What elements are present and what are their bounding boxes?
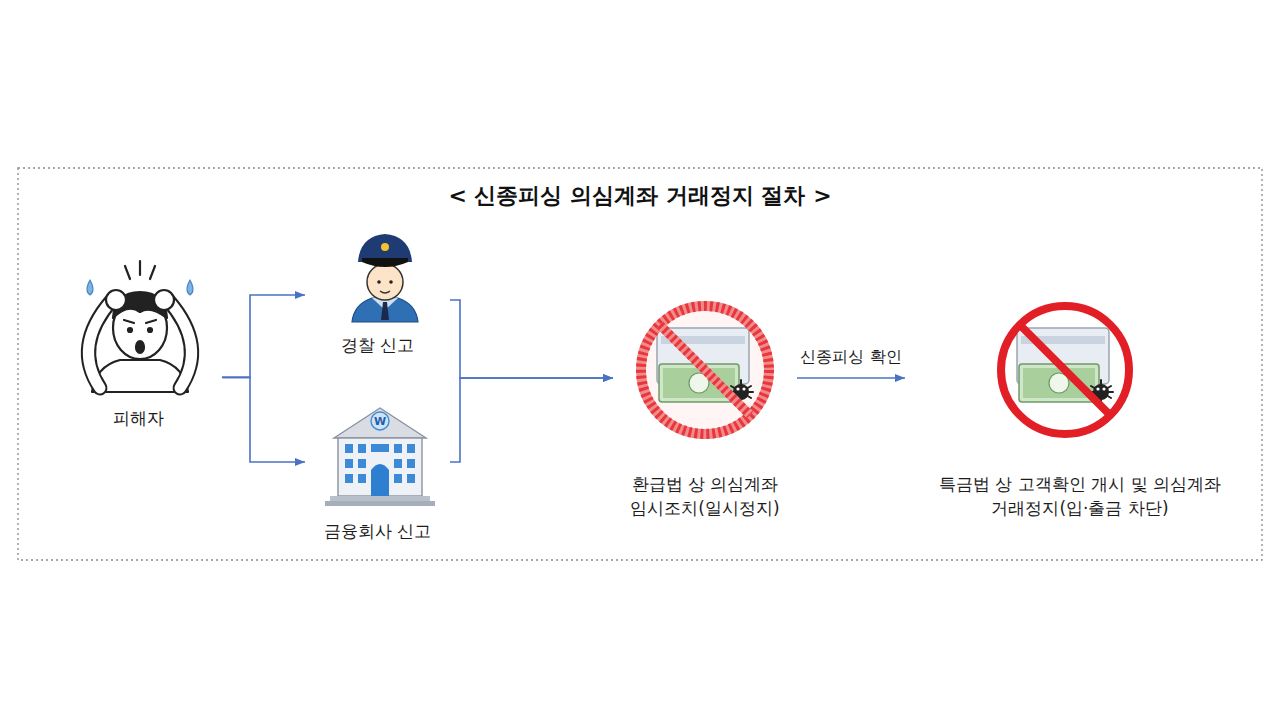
edge-label: 신종피싱 확인 xyxy=(797,347,904,368)
flow-arrow xyxy=(450,378,613,462)
flow-arrow xyxy=(222,295,305,377)
node-label: 환급법 상 의심계좌 임시조치(일시정지) xyxy=(619,472,791,521)
police-illustration xyxy=(352,234,418,322)
transaction-stop-node: 특금법 상 고객확인 개시 및 의심계좌 거래정지(입·출금 차단) xyxy=(905,295,1255,525)
node-label: 피해자 xyxy=(113,406,164,431)
logo-letter: W xyxy=(374,416,386,427)
node-label: 경찰 신고 xyxy=(341,333,414,358)
temporary-hold-icon xyxy=(641,306,769,434)
bank-illustration xyxy=(325,408,435,506)
flow-arrow xyxy=(450,300,613,378)
victim-illustration xyxy=(87,261,193,392)
node-label: 특금법 상 고객확인 개시 및 의심계좌 거래정지(입·출금 차단) xyxy=(935,472,1225,521)
flow-arrow xyxy=(797,377,905,379)
dotted-frame xyxy=(18,168,1262,560)
victim-node: 피해자 xyxy=(55,255,222,435)
police-report-node: 경찰 신고 xyxy=(305,228,450,362)
transaction-stop-icon xyxy=(1001,306,1129,434)
flow-arrow xyxy=(222,377,305,462)
node-label: 금융회사 신고 xyxy=(324,519,431,544)
temporary-hold-node: 환급법 상 의심계좌 임시조치(일시정지) xyxy=(613,295,797,525)
diagram-title: < 신종피싱 의심계좌 거래정지 절차 > xyxy=(0,181,1280,211)
